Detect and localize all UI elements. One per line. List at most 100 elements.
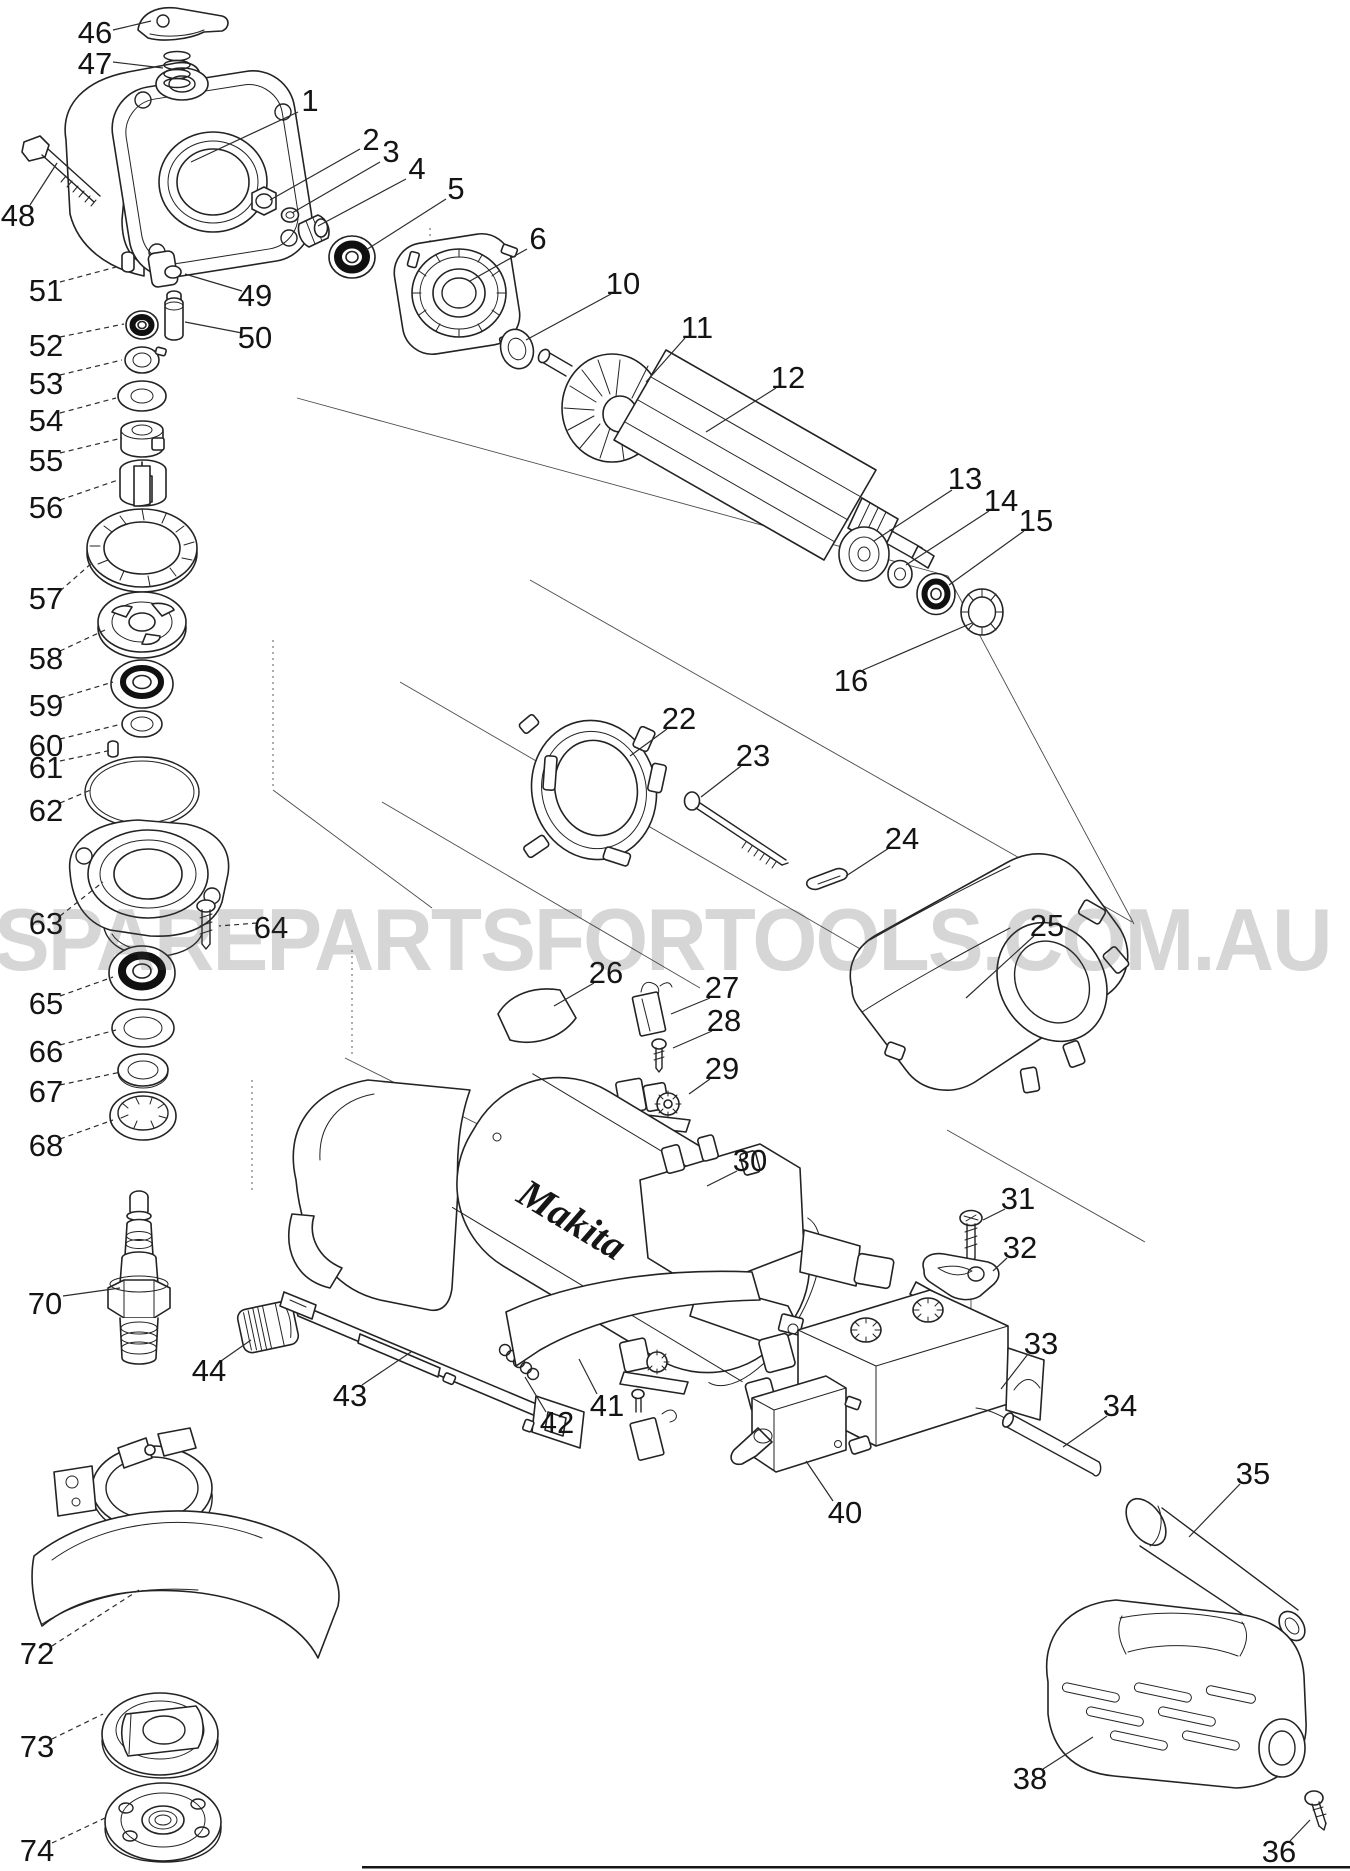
slide-button-44-drawing [236,1300,300,1354]
leader-line-13 [873,489,953,542]
washer-60-drawing [121,710,163,738]
leader-line-26 [553,982,595,1007]
leader-line-15 [948,530,1025,586]
leader-line-50 [184,321,243,334]
leader-line-28 [672,1030,713,1049]
slide-bar-43-drawing [279,1291,585,1449]
part-label-54: 54 [29,403,63,438]
part-label-43: 43 [333,1378,367,1413]
flat-washer-10-drawing [499,328,535,370]
part-label-34: 34 [1103,1388,1137,1423]
part-label-4: 4 [408,151,425,186]
part-label-64: 64 [254,910,288,945]
part-label-26: 26 [589,955,623,990]
page-bottom-rule [362,1866,1350,1869]
part-label-42: 42 [540,1405,574,1440]
part-label-68: 68 [29,1128,63,1163]
part-label-23: 23 [736,738,770,773]
part-label-38: 38 [1013,1761,1047,1796]
part-label-11: 11 [681,310,713,345]
part-label-41: 41 [590,1388,624,1423]
leader-line-48 [29,162,58,206]
part-label-50: 50 [238,320,272,355]
leader-line-57 [59,561,94,592]
tapping-screw-31-drawing [959,1209,983,1265]
slide-spring-42-drawing [498,1343,540,1381]
lock-spring-drawing [163,50,191,89]
leader-line-61 [59,749,113,762]
inner-flange-73-drawing [101,1692,219,1779]
leader-line-5 [365,198,447,251]
part-label-36: 36 [1262,1834,1296,1869]
tube-34-drawing [975,1407,1102,1477]
pin-50-drawing [164,290,184,341]
o-ring-49-drawing [164,265,182,279]
part-label-28: 28 [707,1003,741,1038]
leader-line-29 [688,1078,711,1095]
leader-line-67 [59,1071,122,1086]
part-label-30: 30 [733,1143,767,1178]
part-label-5: 5 [447,171,464,206]
part-label-74: 74 [20,1833,54,1868]
ring-gear-57-drawing [86,508,198,593]
housing-bolt-drawing [21,135,101,207]
leader-line-62 [59,788,94,804]
baffle-plate-22-drawing [518,714,667,867]
leader-line-33 [1000,1353,1029,1390]
leader-line-41 [578,1358,598,1395]
washer-66-drawing [111,1008,175,1048]
part-label-70: 70 [28,1286,62,1321]
leader-line-27 [670,997,711,1015]
leader-line-31 [982,1208,1006,1221]
part-label-12: 12 [771,360,805,395]
part-label-3: 3 [382,134,399,169]
leader-line-63 [59,881,104,917]
part-label-10: 10 [606,266,640,301]
part-label-66: 66 [29,1034,63,1069]
leader-line-6 [469,248,528,282]
part-label-35: 35 [1236,1456,1270,1491]
leader-line-42 [524,1376,547,1413]
rear-cover-38-drawing [1045,1599,1307,1789]
retainer-screw-64-drawing [196,899,216,950]
part-label-46: 46 [78,15,112,50]
part-label-57: 57 [29,581,63,616]
name-label-26-drawing [497,988,577,1043]
part-label-62: 62 [29,793,63,828]
part-label-61: 61 [29,750,63,785]
leader-line-34 [1062,1415,1108,1448]
part-label-13: 13 [948,461,982,496]
ball-bearing-65-drawing [108,945,176,1001]
leader-line-66 [59,1029,117,1046]
bearing-retainer-63-drawing [68,819,230,957]
leader-line-68 [59,1119,114,1140]
part-label-56: 56 [29,490,63,525]
part-label-40: 40 [828,1495,862,1530]
part-label-15: 15 [1019,503,1053,538]
leader-line-32 [992,1257,1008,1272]
part-label-48: 48 [1,198,35,233]
ball-bearing-15-drawing [916,572,956,616]
part-label-51: 51 [29,273,63,308]
insulation-disc-13-drawing [838,526,890,582]
rubber-ring-16-drawing [960,588,1004,636]
leader-line-12 [705,387,777,433]
leader-line-35 [1188,1483,1241,1538]
leader-line-11 [645,337,686,383]
leader-line-4 [317,178,407,227]
part-label-32: 32 [1003,1230,1037,1265]
part-label-25: 25 [1030,908,1064,943]
threaded-ring-68-drawing [109,1091,177,1141]
sleeve-56-drawing [119,459,167,507]
leader-line-74 [51,1817,106,1844]
lock-nut-74-drawing [104,1782,222,1863]
leader-lines [29,20,1311,1844]
part-label-55: 55 [29,443,63,478]
o-ring-62-drawing [84,756,200,828]
part-label-24: 24 [885,821,919,856]
leader-line-54 [59,397,117,414]
pin-61-drawing [107,740,119,758]
long-screw-23-drawing [683,791,789,869]
